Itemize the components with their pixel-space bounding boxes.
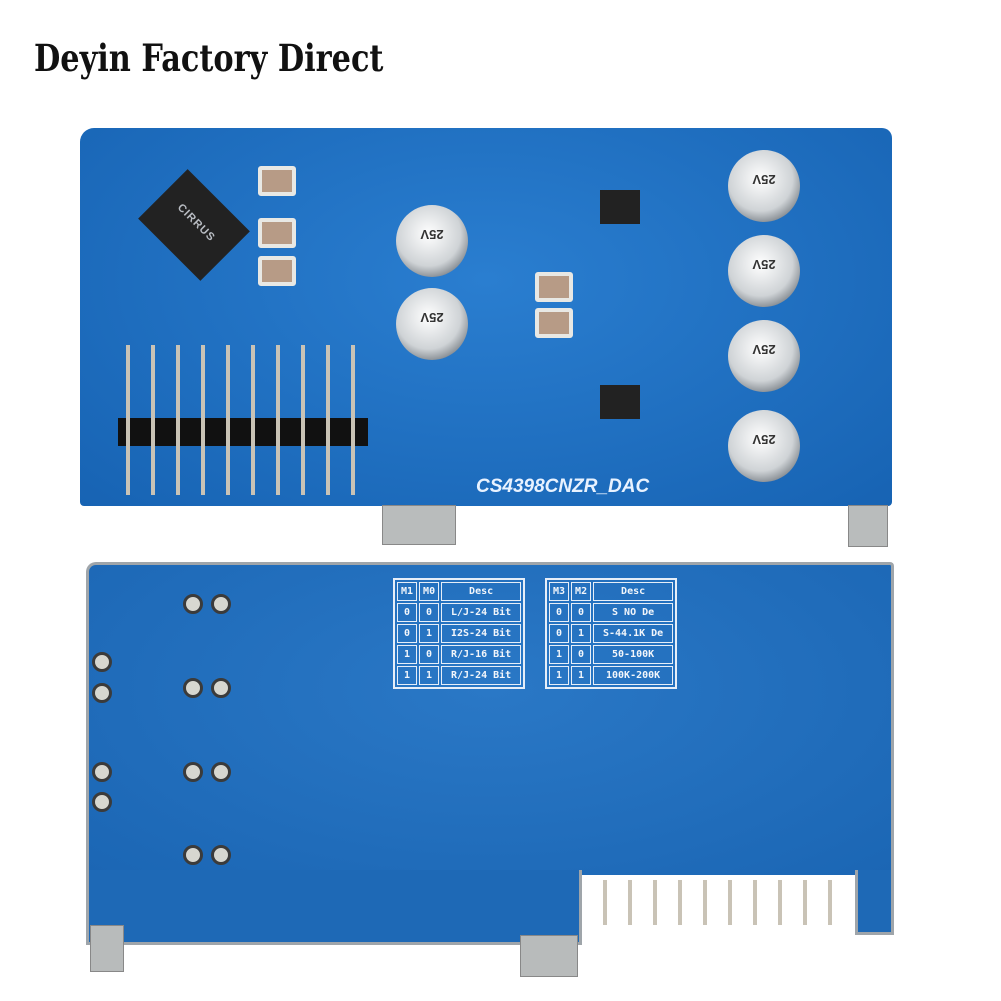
pin-header — [118, 418, 368, 446]
pcb-bottom-view-right — [855, 870, 894, 935]
table-cell: 0 — [397, 603, 418, 622]
header-pin — [703, 880, 707, 925]
via-hole — [92, 683, 112, 703]
header-pin — [276, 345, 280, 495]
via-hole — [92, 762, 112, 782]
table-cell: 0 — [549, 624, 570, 643]
table-cell: 0 — [571, 645, 592, 664]
via-hole — [183, 678, 203, 698]
table-cell: R/J-16 Bit — [441, 645, 522, 664]
header-pin — [778, 880, 782, 925]
table-cell: 100K-200K — [593, 666, 674, 685]
table-cell: 1 — [571, 624, 592, 643]
smd-capacitor — [535, 308, 573, 338]
table-cell: I2S-24 Bit — [441, 624, 522, 643]
smd-capacitor — [258, 256, 296, 286]
table-cell: 50-100K — [593, 645, 674, 664]
via-hole — [211, 762, 231, 782]
pcb-tab — [382, 505, 456, 545]
opamp-chip — [600, 190, 640, 224]
header-pin — [828, 880, 832, 925]
table-cell: S NO De — [593, 603, 674, 622]
via-hole — [211, 594, 231, 614]
via-hole — [183, 762, 203, 782]
smd-capacitor — [535, 272, 573, 302]
table-cell: M0 — [419, 582, 440, 601]
pcb-tab — [520, 935, 578, 977]
electrolytic-capacitor: 25V — [396, 288, 468, 360]
header-pin — [628, 880, 632, 925]
table-cell: 1 — [397, 645, 418, 664]
table-cell: 0 — [397, 624, 418, 643]
smd-capacitor — [258, 218, 296, 248]
board-label: CS4398CNZR_DAC — [476, 476, 650, 497]
electrolytic-capacitor: 25V — [728, 235, 800, 307]
table-cell: M2 — [571, 582, 592, 601]
table-cell: Desc — [441, 582, 522, 601]
electrolytic-capacitor: 25V — [728, 320, 800, 392]
via-hole — [183, 845, 203, 865]
table-cell: 1 — [397, 666, 418, 685]
table-cell: 0 — [549, 603, 570, 622]
header-pin — [678, 880, 682, 925]
header-pin — [201, 345, 205, 495]
table-cell: M1 — [397, 582, 418, 601]
via-hole — [92, 792, 112, 812]
pcb-bottom-view-lower — [86, 870, 582, 945]
table-cell: S-44.1K De — [593, 624, 674, 643]
header-pin — [653, 880, 657, 925]
header-pin — [603, 880, 607, 925]
table-cell: Desc — [593, 582, 674, 601]
header-pin — [151, 345, 155, 495]
table-cell: 1 — [419, 666, 440, 685]
table-cell: M3 — [549, 582, 570, 601]
opamp-chip — [600, 385, 640, 419]
watermark-title: Deyin Factory Direct — [34, 36, 384, 80]
table-cell: 1 — [419, 624, 440, 643]
header-pin — [301, 345, 305, 495]
pcb-tab — [90, 925, 124, 972]
header-pin — [226, 345, 230, 495]
via-hole — [183, 594, 203, 614]
table-cell: L/J-24 Bit — [441, 603, 522, 622]
table-cell: 1 — [571, 666, 592, 685]
header-pin — [753, 880, 757, 925]
header-pin — [326, 345, 330, 495]
via-hole — [92, 652, 112, 672]
via-hole — [211, 845, 231, 865]
table-cell: 0 — [571, 603, 592, 622]
table-cell: 0 — [419, 645, 440, 664]
header-pin — [176, 345, 180, 495]
electrolytic-capacitor: 25V — [396, 205, 468, 277]
header-pin — [803, 880, 807, 925]
pcb-bottom-view — [86, 562, 894, 875]
table-cell: 0 — [419, 603, 440, 622]
electrolytic-capacitor: 25V — [728, 410, 800, 482]
smd-capacitor — [258, 166, 296, 196]
table-cell: R/J-24 Bit — [441, 666, 522, 685]
header-pin — [251, 345, 255, 495]
header-pin — [728, 880, 732, 925]
table-cell: 1 — [549, 645, 570, 664]
pcb-tab — [848, 505, 888, 547]
table-cell: 1 — [549, 666, 570, 685]
header-pin — [126, 345, 130, 495]
electrolytic-capacitor: 25V — [728, 150, 800, 222]
header-pin — [351, 345, 355, 495]
via-hole — [211, 678, 231, 698]
